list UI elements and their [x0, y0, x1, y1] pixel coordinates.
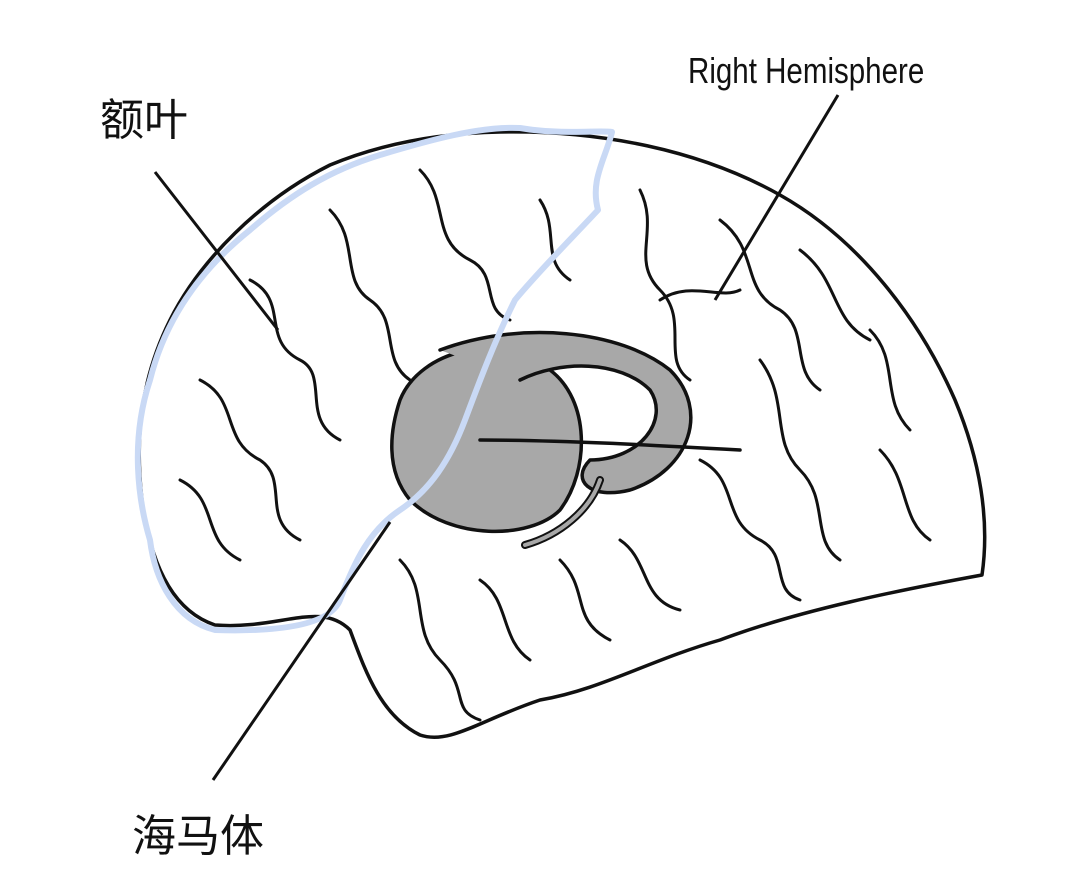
frontal-lobe-label: 额叶 — [100, 95, 188, 146]
hippocampus-leader-line — [211, 521, 392, 781]
frontal-lobe-leader-line — [153, 171, 280, 331]
hippocampus-label: 海马体 — [132, 811, 264, 862]
frontal-lobe-highlight — [134, 124, 615, 634]
brain-gyri — [178, 168, 932, 722]
hippocampus — [390, 330, 742, 549]
right-hemisphere-label: Right Hemisphere — [688, 50, 925, 91]
right-hemisphere-leader-line — [713, 94, 840, 301]
